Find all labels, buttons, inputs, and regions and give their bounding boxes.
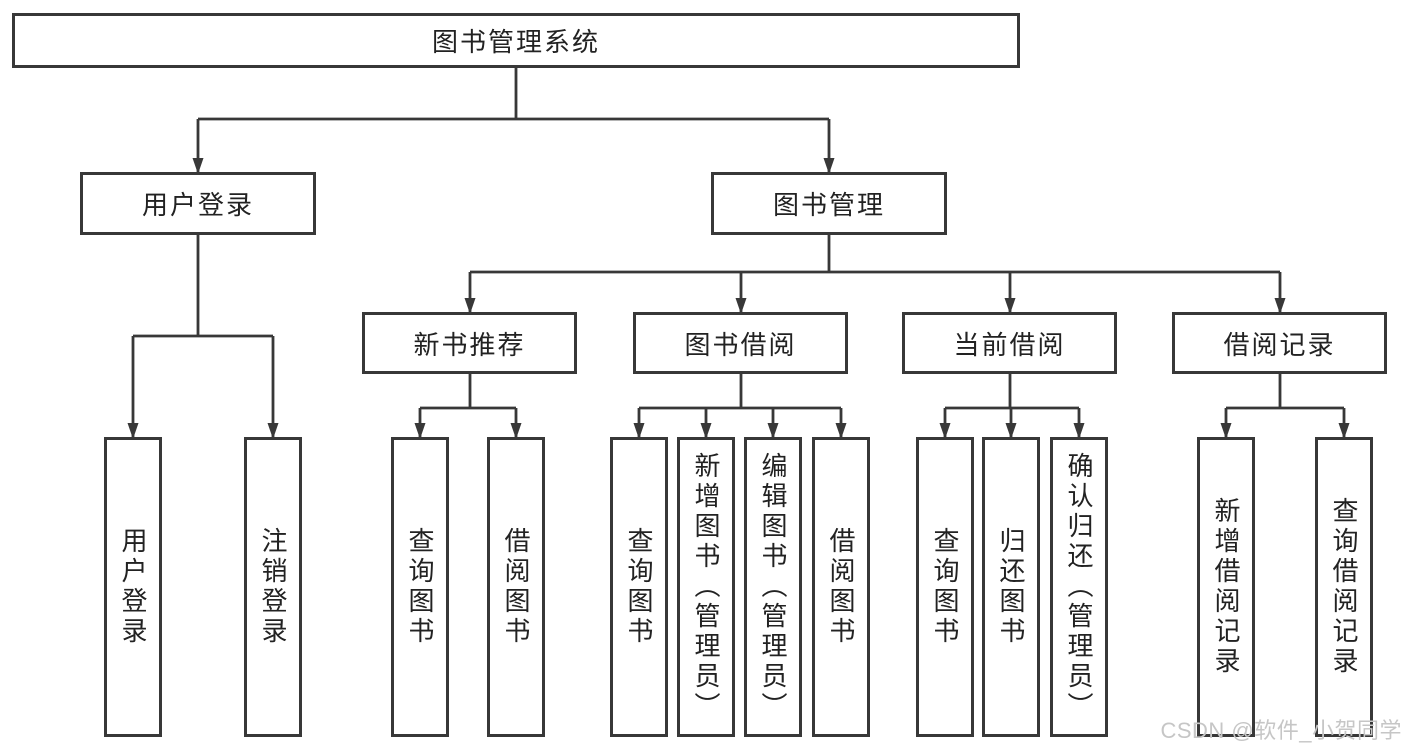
node-new-book-recommend: 新书推荐 xyxy=(362,312,577,374)
node-label: 图书管理系统 xyxy=(431,27,600,57)
leaf-edit-book-admin: 编辑图书（管理员） xyxy=(744,437,802,737)
node-label: 图书管理 xyxy=(772,190,885,220)
node-label: 新书推荐 xyxy=(413,329,526,360)
leaf-query-books-borrow: 查询图书 xyxy=(610,437,668,737)
node-label: 用户登录 xyxy=(141,190,254,220)
leaf-borrow-books: 借阅图书 xyxy=(812,437,870,737)
node-book-borrow: 图书借阅 xyxy=(633,312,848,374)
csdn-watermark: CSDN @软件_小贺同学 xyxy=(1160,718,1402,743)
leaf-add-borrow-record: 新增借阅记录 xyxy=(1197,437,1255,737)
leaf-borrow-books-recommend: 借阅图书 xyxy=(487,437,545,737)
leaf-query-borrow-record: 查询借阅记录 xyxy=(1315,437,1373,737)
leaf-query-books-recommend: 查询图书 xyxy=(391,437,449,737)
node-label: 借阅记录 xyxy=(1223,329,1336,360)
node-library-management-system: 图书管理系统 xyxy=(12,13,1020,68)
leaf-logout: 注销登录 xyxy=(244,437,302,737)
leaf-user-login: 用户登录 xyxy=(104,437,162,737)
node-borrow-records: 借阅记录 xyxy=(1172,312,1387,374)
leaf-return-book: 归还图书 xyxy=(982,437,1040,737)
node-book-management: 图书管理 xyxy=(711,172,947,235)
node-label: 图书借阅 xyxy=(684,329,797,360)
leaf-query-books-current: 查询图书 xyxy=(916,437,974,737)
leaf-add-book-admin: 新增图书（管理员） xyxy=(677,437,735,737)
node-current-borrow: 当前借阅 xyxy=(902,312,1117,374)
leaf-confirm-return-admin: 确认归还（管理员） xyxy=(1050,437,1108,737)
node-label: 当前借阅 xyxy=(953,329,1066,360)
node-user-login: 用户登录 xyxy=(80,172,316,235)
